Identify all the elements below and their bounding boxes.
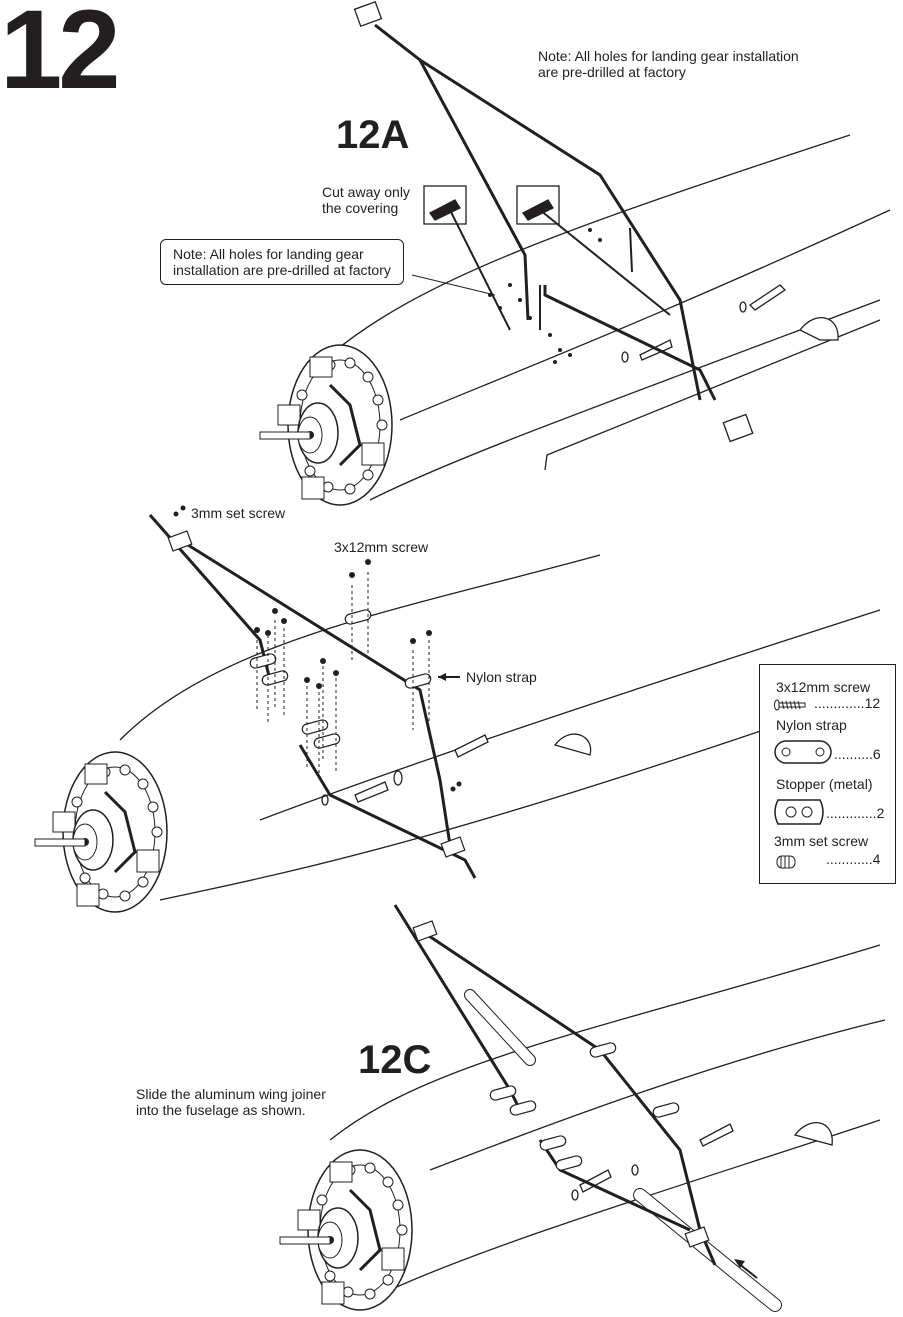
top-right-note: Note: All holes for landing gear install… bbox=[538, 48, 799, 80]
gear-12b bbox=[148, 514, 477, 879]
parts-item-stopper-qty: .............2 bbox=[826, 805, 885, 821]
parts-item-set-screw-qty: ............4 bbox=[826, 851, 881, 867]
wing-joiner-note: Slide the aluminum wing joiner into the … bbox=[136, 1086, 326, 1118]
fuselage-12a bbox=[329, 134, 891, 501]
step-number: 12 bbox=[0, 0, 121, 112]
parts-item-screw-name: 3x12mm screw bbox=[776, 679, 871, 695]
set-screw-label: 3mm set screw bbox=[191, 505, 286, 521]
step-12a-label: 12A bbox=[336, 113, 410, 157]
parts-item-screw-qty: .............12 bbox=[814, 695, 881, 711]
set-screw-icon bbox=[776, 855, 796, 869]
fuselage-12b bbox=[119, 554, 881, 901]
nylon-strap-icon bbox=[774, 740, 832, 764]
parts-item-strap-name: Nylon strap bbox=[776, 717, 847, 733]
cut-covering-note: Cut away only the covering bbox=[322, 184, 410, 216]
parts-list: 3x12mm screw .............12 Nylon strap… bbox=[759, 664, 896, 884]
step-12c-label: 12C bbox=[358, 1038, 432, 1082]
nylon-strap-label: Nylon strap bbox=[466, 669, 537, 685]
parts-item-stopper-name: Stopper (metal) bbox=[776, 776, 873, 792]
screw-label: 3x12mm screw bbox=[334, 539, 429, 555]
parts-item-set-screw-name: 3mm set screw bbox=[774, 833, 869, 849]
parts-item-strap-qty: ..........6 bbox=[834, 746, 881, 762]
pre-drilled-callout: Note: All holes for landing gear install… bbox=[160, 239, 404, 285]
gear-12a bbox=[374, 23, 717, 401]
stopper-icon bbox=[774, 799, 824, 825]
fuselage-12c bbox=[329, 944, 886, 1312]
screw-icon bbox=[774, 699, 806, 711]
